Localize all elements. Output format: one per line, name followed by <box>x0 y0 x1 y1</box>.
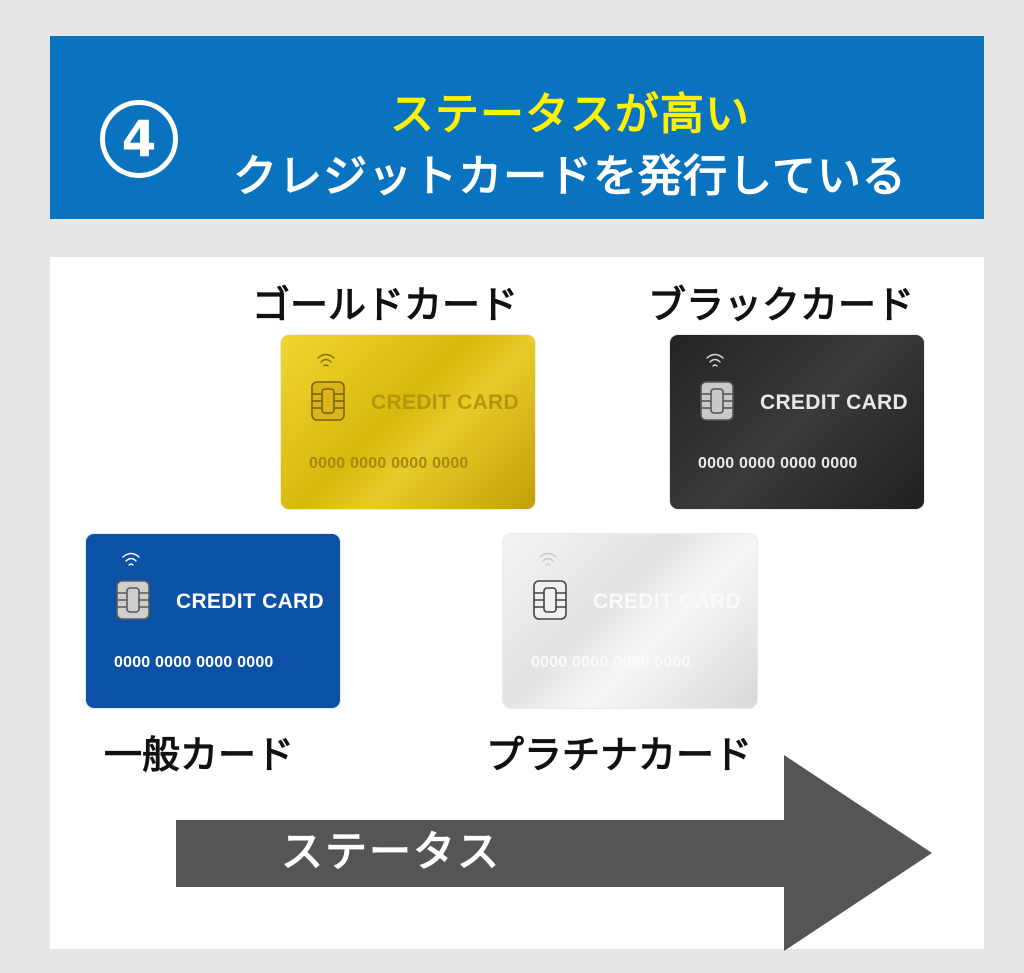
platinum-card-label: プラチナカード <box>486 733 753 777</box>
title-line-1: ステータスが高い <box>390 89 750 140</box>
status-arrow <box>176 755 932 951</box>
black-card: CREDIT CARD 0000 0000 0000 0000 <box>670 335 924 509</box>
contactless-icon <box>706 353 724 367</box>
general-card: CREDIT CARD 0000 0000 0000 0000 <box>86 534 340 708</box>
contactless-icon <box>317 353 335 367</box>
title-line-2: クレジットカードを発行している <box>233 151 907 202</box>
card-number: 0000 0000 0000 0000 <box>114 654 274 671</box>
platinum-card: CREDIT CARD 0000 0000 0000 0000 <box>503 534 757 708</box>
card-brand-text: CREDIT CARD <box>593 590 741 613</box>
contactless-icon <box>539 552 557 566</box>
general-card-label: 一般カード <box>104 733 295 777</box>
chip-icon <box>311 381 345 421</box>
status-arrow-label: ステータス <box>280 827 501 876</box>
chip-icon <box>533 580 567 620</box>
chip-icon <box>116 580 150 620</box>
chip-icon <box>700 381 734 421</box>
card-brand-text: CREDIT CARD <box>371 391 519 414</box>
contactless-icon <box>122 552 140 566</box>
gold-card-label: ゴールドカード <box>252 283 519 327</box>
card-number: 0000 0000 0000 0000 <box>309 455 469 472</box>
card-brand-text: CREDIT CARD <box>176 590 324 613</box>
card-brand-text: CREDIT CARD <box>760 391 908 414</box>
black-card-label: ブラックカード <box>648 283 915 327</box>
gold-card: CREDIT CARD 0000 0000 0000 0000 <box>281 335 535 509</box>
header-banner <box>50 36 984 219</box>
step-number-badge: 4 <box>100 100 178 178</box>
card-number: 0000 0000 0000 0000 <box>698 455 858 472</box>
card-number: 0000 0000 0000 0000 <box>531 654 691 671</box>
